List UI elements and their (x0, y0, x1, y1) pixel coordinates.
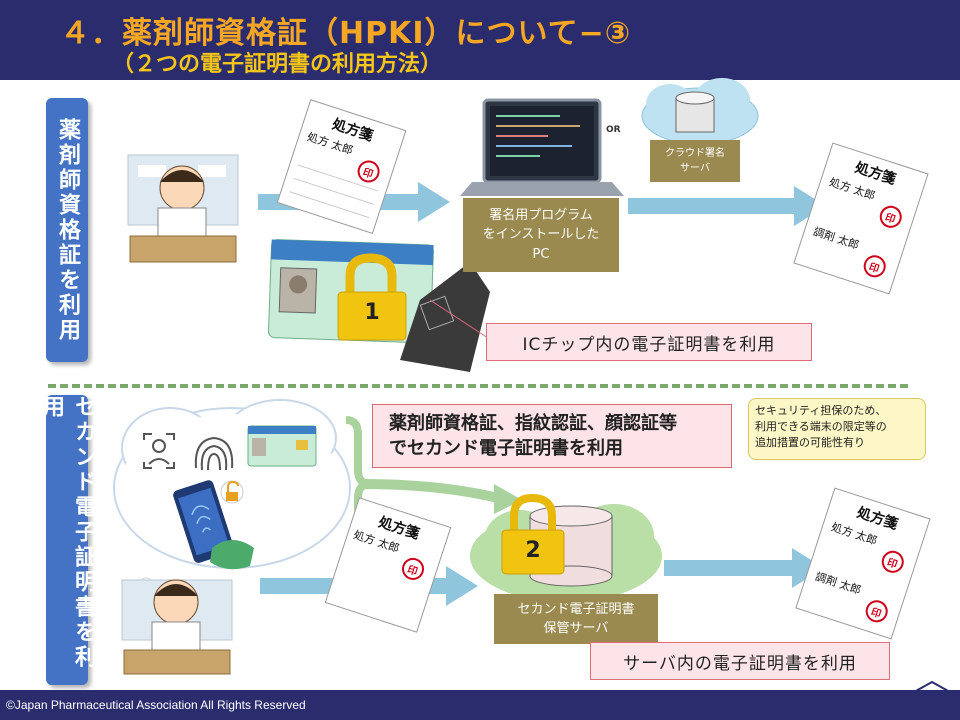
mini-card-icon (247, 425, 317, 467)
cloud-server-label: クラウド署名 サーバ (650, 140, 740, 182)
ic-chip-callout: ICチップ内の電子証明書を利用 (486, 323, 812, 361)
dispenser-name: 調剤 太郎 (811, 224, 861, 253)
seal-stamp: 印 (399, 555, 427, 583)
note-line1: セキュリティ担保のため、 (755, 404, 887, 417)
page-number: 18 (912, 680, 952, 720)
note-line3: 追加措置の可能性有り (755, 435, 865, 449)
footer-bar: ©Japan Pharmaceutical Association All Ri… (0, 690, 960, 720)
fingerprint-icon (194, 436, 234, 471)
cloud-label-line1: クラウド署名 (665, 148, 725, 159)
second-certificate-server-icon (470, 504, 662, 602)
authentication-callout: 薬剤師資格証、指紋認証、顔認証等 でセカンド電子証明書を利用 (372, 404, 732, 468)
pc-label-line2: をインストールした (482, 227, 600, 243)
seal-stamp: 印 (862, 597, 891, 626)
page-number-text: 18 (923, 691, 941, 707)
auth-line1: 薬剤師資格証、指紋認証、顔認証等 (389, 412, 677, 434)
note-line2: 利用できる端末の限定等の (755, 419, 887, 433)
unlock-icon (220, 480, 244, 504)
card-reader-icon (400, 262, 490, 372)
second-certificate-server-label: セカンド電子証明書 保管サーバ (494, 594, 658, 644)
pharmacist-icon-bottom (121, 579, 233, 675)
seal-stamp: 印 (860, 252, 889, 281)
smartphone-icon (173, 480, 234, 563)
or-label: OR (606, 125, 621, 135)
server-label-line1: セカンド電子証明書 (517, 601, 635, 617)
section-divider (48, 384, 908, 388)
seal-stamp: 印 (878, 547, 907, 576)
lock-icon-2 (501, 493, 565, 575)
prescription-top-left (276, 99, 407, 235)
server-callout: サーバ内の電子証明書を利用 (590, 642, 890, 680)
arrow-auth-to-server (361, 479, 522, 514)
lock-icon-1 (337, 253, 407, 341)
prescription-bottom-right (795, 487, 931, 640)
arrow-server-to-prescription (664, 548, 824, 588)
face-auth-icon (143, 433, 175, 469)
prescription-top-right (793, 142, 929, 295)
server-label-line2: 保管サーバ (543, 621, 609, 636)
lock-number-2: 2 (525, 538, 541, 563)
page-title: ４．薬剤師資格証（HPKI）について−③ (60, 16, 632, 51)
seal-stamp: 印 (876, 202, 905, 231)
hand-icon (210, 540, 254, 570)
title-bar: ４．薬剤師資格証（HPKI）について−③ （２つの電子証明書の利用方法） (0, 0, 960, 80)
cloud-label-line2: サーバ (680, 163, 710, 174)
arrow-pc-to-prescription (628, 186, 826, 226)
cloud-server-icon (641, 78, 759, 145)
dispenser-name: 調剤 太郎 (813, 569, 863, 598)
copyright-text: ©Japan Pharmaceutical Association All Ri… (6, 698, 306, 712)
ic-callout-pointer (429, 299, 489, 339)
auth-line2: でセカンド電子証明書を利用 (389, 438, 623, 459)
lock-number-1: 1 (364, 300, 380, 325)
side-label-pharmacist-card: 薬剤師資格証を利用 (46, 98, 88, 362)
pharmacist-icon-top (127, 154, 239, 263)
seal-stamp: 印 (354, 157, 383, 186)
page-subtitle: （２つの電子証明書の利用方法） (112, 52, 443, 77)
pc-label-line1: 署名用プログラム (489, 207, 593, 223)
prescription-bottom-left (324, 497, 452, 633)
laptop-icon (460, 98, 624, 196)
pc-label: 署名用プログラム をインストールした PC (463, 198, 619, 272)
security-note: セキュリティ担保のため、 利用できる端末の限定等の 追加措置の可能性有り (748, 398, 926, 460)
pc-label-line3: PC (532, 246, 550, 262)
